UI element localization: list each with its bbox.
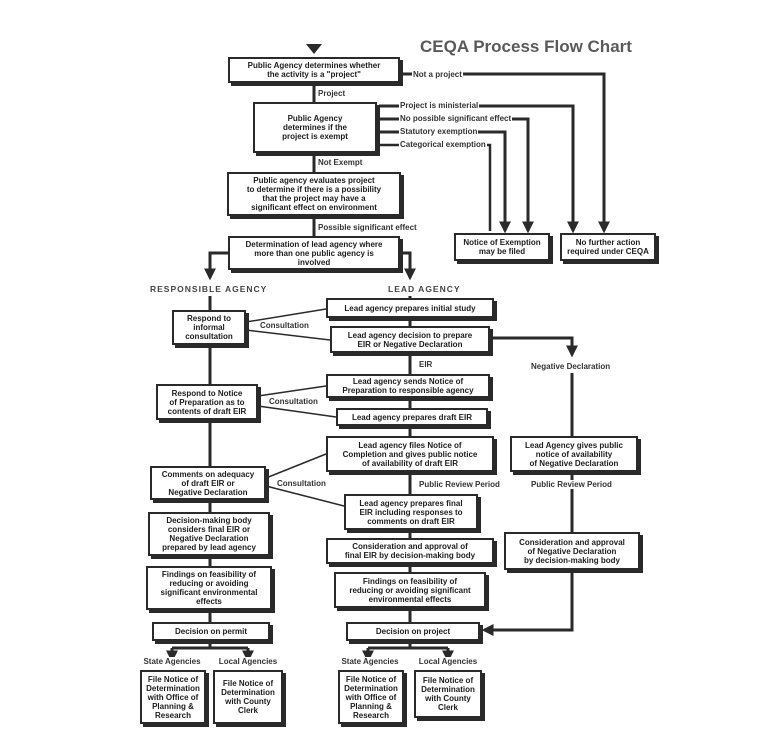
box-files-completion: Lead agency files Notice of Completion a… <box>326 436 494 472</box>
box-determine-exempt: Public Agency determines if the project … <box>253 102 377 153</box>
box-consideration-final: Consideration and approval of final EIR … <box>326 538 494 564</box>
box-notice-exemption: Notice of Exemption may be filed <box>454 233 550 261</box>
label-possible-effect: Possible significant effect <box>317 223 418 232</box>
label-state-agencies: State Agencies <box>340 657 400 666</box>
box-respond-informal: Respond to informal consultation <box>172 310 246 345</box>
label-public-review-negdec: Public Review Period <box>530 480 613 489</box>
label-local-agencies: Local Agencies <box>217 657 279 666</box>
label-not-exempt: Not Exempt <box>317 158 364 167</box>
label-negative-declaration: Negative Declaration <box>530 362 612 371</box>
connector-line <box>481 570 574 636</box>
start-triangle <box>306 44 322 54</box>
box-findings-lead: Findings on feasibility of reducing or a… <box>334 572 486 608</box>
box-file-opr-responsible: File Notice of Determination with Office… <box>140 670 206 724</box>
label-consultation: Consultation <box>268 397 319 406</box>
label-not-a-project: Not a project <box>412 70 463 79</box>
box-decision-permit: Decision on permit <box>152 622 270 641</box>
label-eir: EIR <box>418 360 434 369</box>
box-initial-study: Lead agency prepares initial study <box>326 298 494 318</box>
box-eir-or-negdec: Lead agency decision to prepare EIR or N… <box>330 326 490 353</box>
connector-line <box>204 251 228 281</box>
label-statutory: Statutory exemption <box>399 127 479 136</box>
box-file-clerk-responsible: File Notice of Determination with County… <box>213 670 283 724</box>
connector-line <box>400 72 610 234</box>
box-findings-responsible: Findings on feasibility of reducing or a… <box>146 566 272 610</box>
connector-line <box>400 251 416 281</box>
label-no-possible-effect: No possible significant effect <box>399 114 513 123</box>
connector-line <box>379 104 579 234</box>
box-negdec-notice: Lead Agency gives public notice of avail… <box>510 436 638 472</box>
box-comments-adequacy: Comments on adequacy of draft EIR or Neg… <box>150 466 266 500</box>
box-prepare-draft: Lead agency prepares draft EIR <box>336 408 488 426</box>
lead-agency-header: LEAD AGENCY <box>388 284 461 294</box>
box-prepare-final: Lead agency prepares final EIR including… <box>344 494 478 530</box>
label-consultation: Consultation <box>259 321 310 330</box>
consultation-line <box>245 329 331 341</box>
consultation-line <box>265 485 345 507</box>
box-file-clerk-lead: File Notice of Determination with County… <box>414 670 482 718</box>
responsible-agency-header: RESPONSIBLE AGENCY <box>150 284 268 294</box>
box-no-further-action: No further action required under CEQA <box>560 233 656 261</box>
chart-title: CEQA Process Flow Chart <box>420 37 632 56</box>
consultation-line <box>245 308 327 323</box>
box-evaluate-project: Public agency evaluates project to deter… <box>227 172 401 216</box>
box-decision-body-considers: Decision-making body considers final EIR… <box>148 512 270 556</box>
box-decision-project: Decision on project <box>346 622 480 641</box>
label-local-agencies: Local Agencies <box>417 657 479 666</box>
label-categorical: Categorical exemption <box>399 140 487 149</box>
box-respond-nop: Respond to Notice of Preparation as to c… <box>156 384 258 420</box>
box-send-nop: Lead agency sends Notice of Preparation … <box>326 374 490 398</box>
label-ministerial: Project is ministerial <box>399 101 480 110</box>
label-consultation: Consultation <box>276 479 327 488</box>
label-project: Project <box>317 89 347 98</box>
connector-line <box>490 336 578 358</box>
label-public-review-lead: Public Review Period <box>418 480 501 489</box>
consultation-line <box>257 405 337 418</box>
consultation-line <box>257 385 327 397</box>
box-lead-agency-determination: Determination of lead agency where more … <box>228 236 400 270</box>
label-state-agencies: State Agencies <box>142 657 202 666</box>
consultation-line <box>265 453 327 479</box>
box-file-opr-lead: File Notice of Determination with Office… <box>338 670 404 724</box>
box-determine-project: Public Agency determines whether the act… <box>228 57 400 83</box>
box-negdec-consideration: Consideration and approval of Negative D… <box>504 532 640 570</box>
